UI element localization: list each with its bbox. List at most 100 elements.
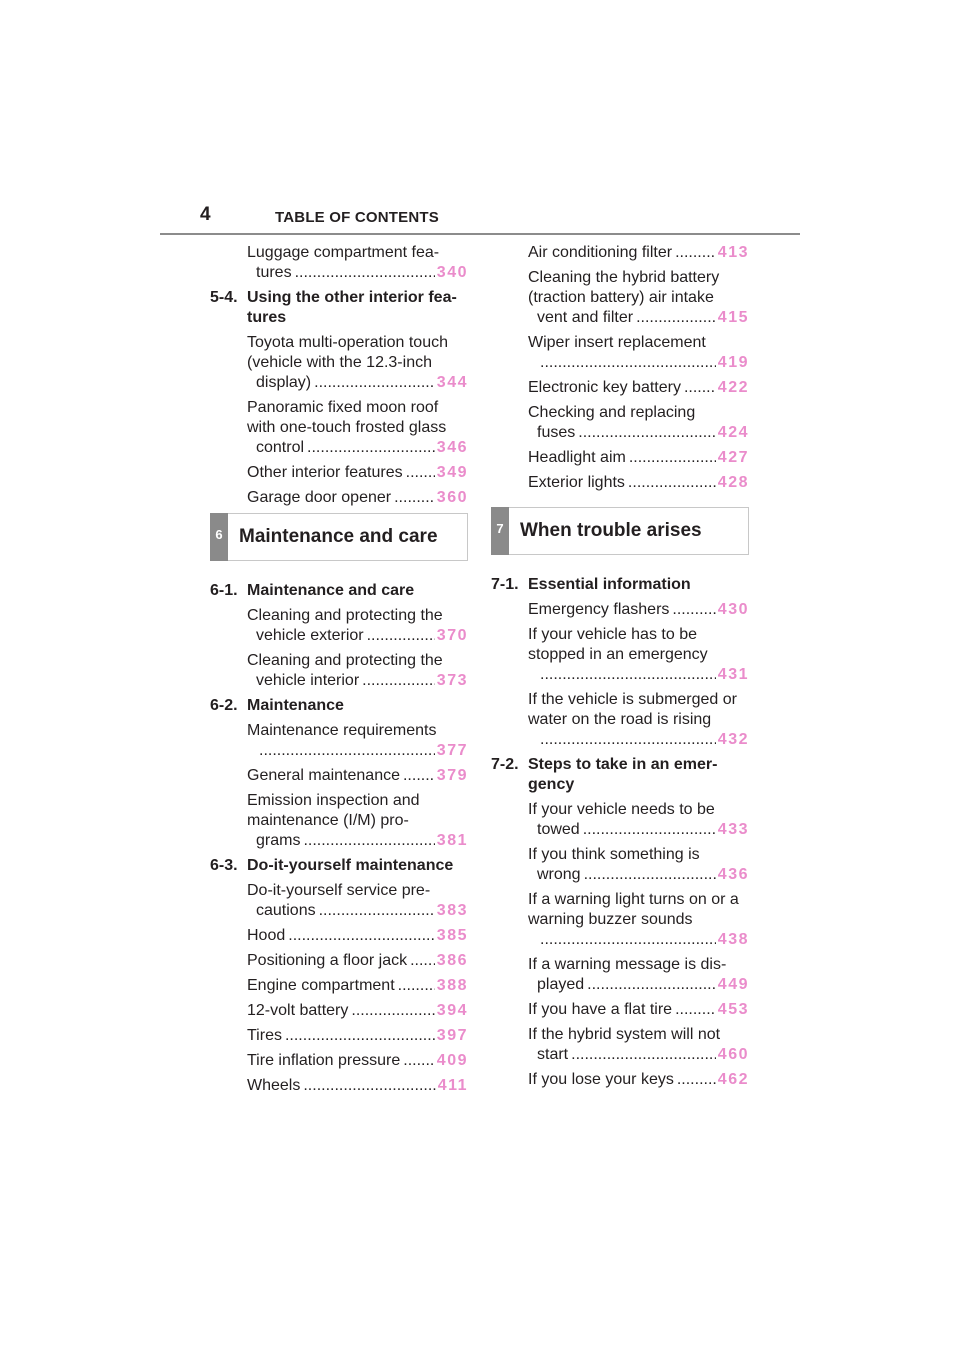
toc-entry[interactable]: If your vehicle has to be stopped in an … bbox=[491, 625, 749, 685]
page-link[interactable]: 460 bbox=[717, 1046, 749, 1063]
page-link[interactable]: 381 bbox=[436, 832, 468, 849]
toc-entry[interactable]: If you think something iswrong436 bbox=[491, 845, 749, 885]
entry-page-line: Engine compartment388 bbox=[247, 976, 468, 996]
toc-entry[interactable]: Engine compartment388 bbox=[210, 976, 468, 996]
page-link[interactable]: 422 bbox=[717, 379, 749, 396]
page-link[interactable]: 370 bbox=[436, 627, 468, 644]
toc-entry[interactable]: Luggage compartment fea-tures340 bbox=[210, 243, 468, 283]
chapter-title: Maintenance and care bbox=[239, 526, 438, 547]
toc-entry[interactable]: Other interior features349 bbox=[210, 463, 468, 483]
toc-entry[interactable]: 12-volt battery394 bbox=[210, 1001, 468, 1021]
toc-entry[interactable]: General maintenance379 bbox=[210, 766, 468, 786]
dot-leader bbox=[587, 975, 716, 995]
page-link[interactable]: 386 bbox=[436, 952, 468, 969]
page-link[interactable]: 409 bbox=[436, 1052, 468, 1069]
page-link[interactable]: 394 bbox=[436, 1002, 468, 1019]
section-title[interactable]: Steps to take in an emer-gency bbox=[528, 756, 718, 793]
section-heading: 6-1. Maintenance and care bbox=[210, 581, 468, 601]
page-link[interactable]: 419 bbox=[717, 354, 749, 371]
page-link[interactable]: 415 bbox=[717, 309, 749, 326]
dot-leader bbox=[406, 463, 435, 483]
page-link[interactable]: 379 bbox=[436, 767, 468, 784]
toc-entry[interactable]: Air conditioning filter413 bbox=[491, 243, 749, 263]
entry-page-line: Wheels 411 bbox=[247, 1076, 468, 1096]
page-link[interactable]: 428 bbox=[717, 474, 749, 491]
page-link[interactable]: 427 bbox=[717, 449, 749, 466]
toc-entry[interactable]: Do-it-yourself service pre-cautions383 bbox=[210, 881, 468, 921]
toc-entry[interactable]: Headlight aim427 bbox=[491, 448, 749, 468]
page-link[interactable]: 462 bbox=[717, 1071, 749, 1088]
toc-entry[interactable]: If your vehicle needs to betowed433 bbox=[491, 800, 749, 840]
page-link[interactable]: 430 bbox=[717, 601, 749, 618]
entry-page-line: If you have a flat tire453 bbox=[528, 1000, 749, 1020]
page-link[interactable]: 433 bbox=[717, 821, 749, 838]
toc-entry[interactable]: If a warning message is dis-played449 bbox=[491, 955, 749, 995]
toc-entry[interactable]: Exterior lights428 bbox=[491, 473, 749, 493]
toc-entry[interactable]: Hood385 bbox=[210, 926, 468, 946]
toc-entry[interactable]: Emergency flashers430 bbox=[491, 600, 749, 620]
page-link[interactable]: 453 bbox=[717, 1001, 749, 1018]
toc-entry[interactable]: Cleaning the hybrid battery (traction ba… bbox=[491, 268, 749, 328]
section-title[interactable]: Do-it-yourself maintenance bbox=[247, 857, 454, 874]
entry-title-end: played bbox=[537, 976, 585, 993]
page-link[interactable]: 377 bbox=[436, 742, 468, 759]
toc-entry[interactable]: Wheels 411 bbox=[210, 1076, 468, 1096]
entry-title: Emission inspection and maintenance (I/M… bbox=[247, 792, 420, 829]
page-link[interactable]: 388 bbox=[436, 977, 468, 994]
chapter-6-box[interactable]: 6 Maintenance and care bbox=[210, 513, 468, 561]
page-link[interactable]: 438 bbox=[717, 931, 749, 948]
entry-title-end: cautions bbox=[256, 902, 316, 919]
toc-entry[interactable]: Garage door opener360 bbox=[210, 488, 468, 508]
toc-entry[interactable]: Maintenance requirements377 bbox=[210, 721, 468, 761]
dot-leader bbox=[303, 1076, 435, 1096]
page-link[interactable]: 344 bbox=[436, 374, 468, 391]
entry-title-end: display) bbox=[256, 374, 312, 391]
toc-entry[interactable]: If the vehicle is submerged or water on … bbox=[491, 690, 749, 750]
toc-entry[interactable]: Tire inflation pressure409 bbox=[210, 1051, 468, 1071]
page-link[interactable]: 413 bbox=[717, 244, 749, 261]
page-link[interactable]: 349 bbox=[436, 464, 468, 481]
page-link[interactable]: 431 bbox=[717, 666, 749, 683]
section-title[interactable]: Using the other interior fea-tures bbox=[247, 289, 457, 326]
toc-entry[interactable]: Positioning a floor jack386 bbox=[210, 951, 468, 971]
toc-right-column: Air conditioning filter413Cleaning the h… bbox=[491, 243, 749, 1095]
entry-title: Wheels bbox=[247, 1077, 301, 1094]
section-title[interactable]: Maintenance and care bbox=[247, 582, 415, 599]
toc-entry[interactable]: If you lose your keys462 bbox=[491, 1070, 749, 1090]
toc-entry[interactable]: If you have a flat tire453 bbox=[491, 1000, 749, 1020]
entry-page-line: cautions 383 bbox=[247, 901, 468, 921]
page-link[interactable]: 340 bbox=[436, 264, 468, 281]
entry-page-line: towed433 bbox=[528, 820, 749, 840]
toc-entry[interactable]: Emission inspection and maintenance (I/M… bbox=[210, 791, 468, 851]
chapter-7-box[interactable]: 7 When trouble arises bbox=[491, 507, 749, 555]
page-link[interactable]: 411 bbox=[437, 1077, 468, 1094]
entry-page-line: vehicle exterior370 bbox=[247, 626, 468, 646]
section-title[interactable]: Maintenance bbox=[247, 697, 344, 714]
page-link[interactable]: 397 bbox=[436, 1027, 468, 1044]
toc-entry[interactable]: Checking and replacingfuses424 bbox=[491, 403, 749, 443]
toc-entry[interactable]: Toyota multi-operation touch (vehicle wi… bbox=[210, 333, 468, 393]
page-link[interactable]: 424 bbox=[717, 424, 749, 441]
dot-leader bbox=[672, 600, 715, 620]
toc-entry[interactable]: If the hybrid system will notstart460 bbox=[491, 1025, 749, 1065]
toc-entry[interactable]: Wiper insert replacement419 bbox=[491, 333, 749, 373]
toc-entry[interactable]: Tires397 bbox=[210, 1026, 468, 1046]
page-link[interactable]: 436 bbox=[717, 866, 749, 883]
section-title[interactable]: Essential information bbox=[528, 576, 691, 593]
dot-leader bbox=[636, 308, 716, 328]
dot-leader bbox=[583, 820, 716, 840]
page-link[interactable]: 385 bbox=[436, 927, 468, 944]
page-link[interactable]: 373 bbox=[436, 672, 468, 689]
page-link[interactable]: 346 bbox=[436, 439, 468, 456]
page-link[interactable]: 383 bbox=[436, 902, 468, 919]
page-link[interactable]: 432 bbox=[717, 731, 749, 748]
entry-title: Checking and replacing bbox=[528, 404, 696, 421]
entry-page-line: Tires397 bbox=[247, 1026, 468, 1046]
page-link[interactable]: 449 bbox=[717, 976, 749, 993]
toc-entry[interactable]: If a warning light turns on or a warning… bbox=[491, 890, 749, 950]
page-link[interactable]: 360 bbox=[436, 489, 468, 506]
toc-entry[interactable]: Panoramic fixed moon roof with one-touch… bbox=[210, 398, 468, 458]
toc-entry[interactable]: Electronic key battery422 bbox=[491, 378, 749, 398]
